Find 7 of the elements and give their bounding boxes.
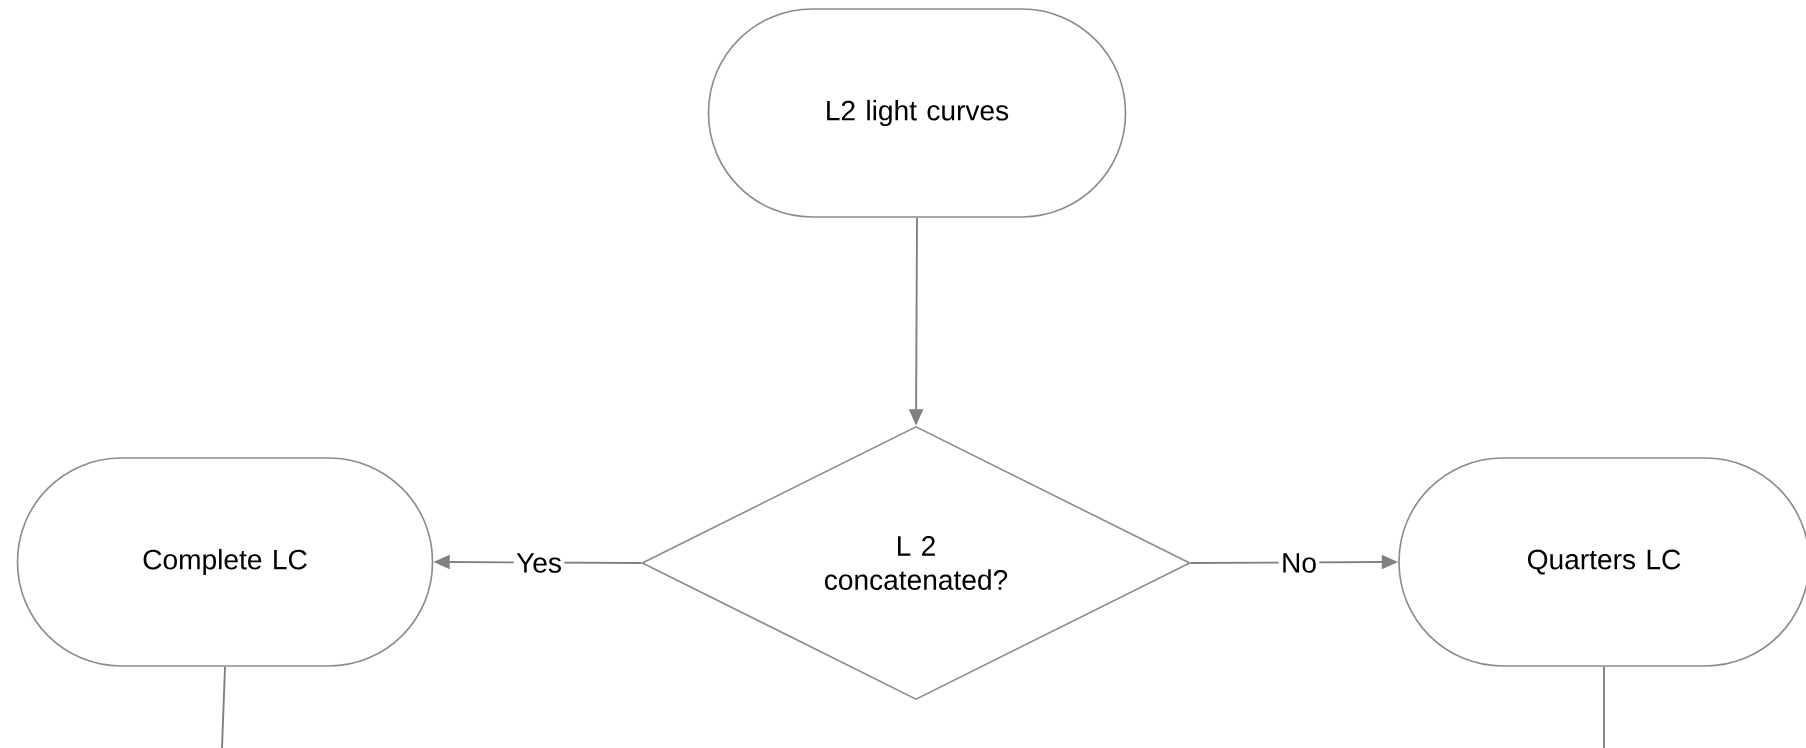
terminal-box: Quarters LC (1398, 457, 1806, 667)
terminal-box: L2 light curves (707, 8, 1127, 218)
connector-line (1603, 665, 1605, 748)
edge-label: Yes (513, 550, 565, 576)
terminal-box: Complete LC (16, 457, 434, 667)
connector-line (221, 665, 226, 748)
edge-label: No (1278, 550, 1320, 576)
